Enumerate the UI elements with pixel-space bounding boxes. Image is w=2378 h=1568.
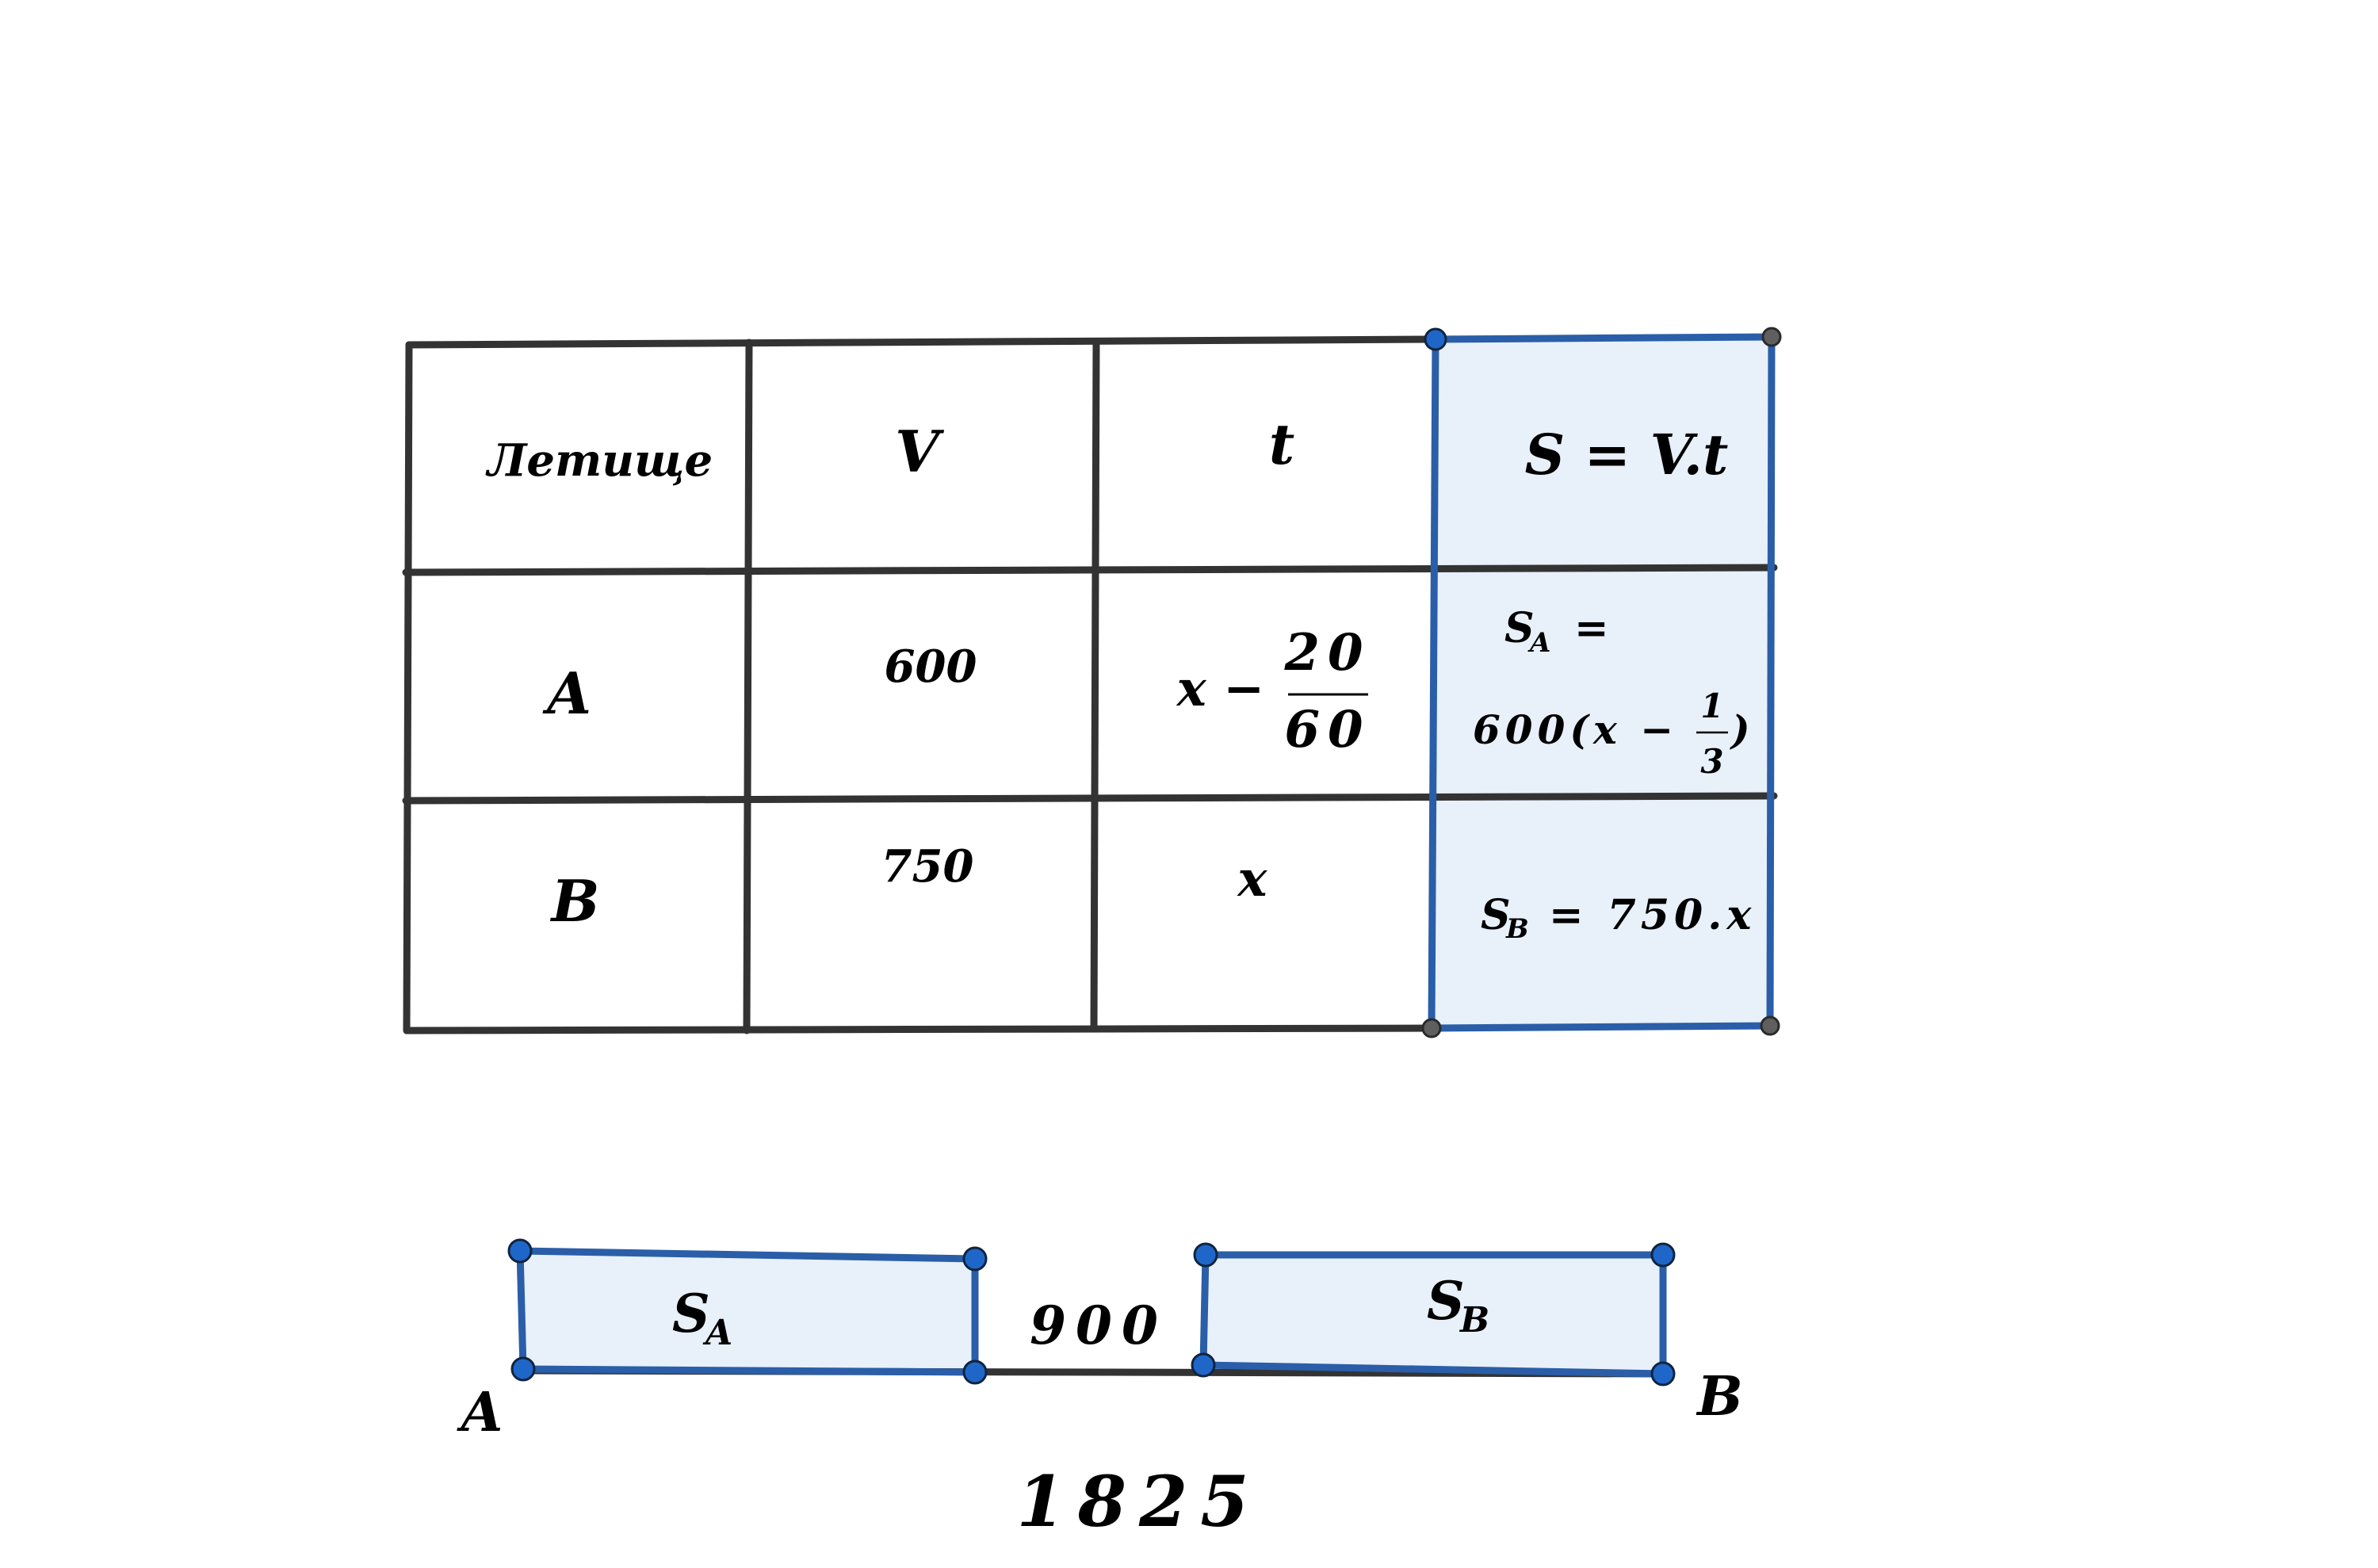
- table-row-divider-1: [402, 564, 1778, 576]
- distance-column-left-edge: [1428, 338, 1439, 1029]
- segment-sa-label-subscript: A: [702, 1313, 732, 1353]
- endpoint-a-label: A: [457, 1381, 503, 1444]
- distance-column-vertex-bottom-left[interactable]: [1421, 1018, 1442, 1038]
- segment-sb-label-subscript: B: [1459, 1300, 1489, 1340]
- header-distance-formula: S = V.t: [1525, 422, 1729, 488]
- segment-sb-vertex-bottom-left[interactable]: [1191, 1352, 1216, 1378]
- table-col-divider-2: [1090, 338, 1100, 1033]
- row-a-time-numerator: 20: [1283, 623, 1371, 683]
- table-left-border: [403, 341, 413, 1034]
- row-a-label: A: [542, 660, 591, 727]
- endpoint-b-point[interactable]: [1650, 1361, 1676, 1386]
- total-distance-value: 1825: [1017, 1460, 1262, 1543]
- header-speed: V: [895, 418, 944, 485]
- table-row-divider-2: [402, 792, 1778, 805]
- table-bottom-border: [403, 1024, 1436, 1034]
- row-b-distance-s: S: [1481, 891, 1511, 939]
- row-a-distance-fraction-numerator: 1: [1700, 686, 1723, 725]
- segment-sb-label-s: S: [1427, 1270, 1465, 1332]
- distance-column-fill: [1432, 337, 1772, 1028]
- row-a-distance-s: S: [1504, 604, 1535, 652]
- segment-sa-vertex-top-left[interactable]: [507, 1238, 533, 1264]
- distance-column-vertex-top-left[interactable]: [1424, 327, 1447, 351]
- route-segment-diagram: S A S B 900 A B 1825: [457, 1238, 1743, 1543]
- table-col-divider-1: [743, 338, 753, 1034]
- row-b-time: x: [1237, 850, 1268, 908]
- distance-column-outline: [1428, 333, 1776, 1032]
- row-a-distance-close-paren: ): [1730, 706, 1750, 753]
- distance-column-bottom-edge: [1431, 1022, 1771, 1032]
- endpoint-a-point[interactable]: [510, 1356, 536, 1382]
- segment-sa-label-s: S: [672, 1283, 710, 1344]
- row-b-distance-subscript: B: [1505, 913, 1529, 945]
- segment-sa-vertex-top-right[interactable]: [962, 1246, 988, 1272]
- segment-gap-value: 900: [1030, 1295, 1168, 1356]
- row-a-distance-subscript: A: [1527, 627, 1550, 659]
- segment-sa-vertex-bottom-right[interactable]: [962, 1360, 988, 1385]
- row-b-distance-expression: = 750.x: [1549, 891, 1756, 939]
- endpoint-b-label: B: [1696, 1365, 1742, 1428]
- distance-column-vertex-bottom-right[interactable]: [1760, 1015, 1780, 1036]
- row-a-time-prefix: x −: [1176, 660, 1265, 717]
- header-time: t: [1269, 411, 1294, 477]
- distance-column-right-edge: [1766, 336, 1776, 1027]
- header-airport: Летище: [485, 434, 713, 487]
- row-a-distance-fraction-denominator: 3: [1700, 742, 1723, 781]
- distance-column-vertex-top-right[interactable]: [1761, 327, 1782, 347]
- row-a-distance-equals: =: [1574, 604, 1609, 652]
- row-a-speed: 600: [885, 641, 977, 693]
- segment-sb-fill: [1203, 1255, 1663, 1374]
- row-a-distance-expression: 600(x −: [1473, 706, 1678, 753]
- segment-sb-vertex-top-left[interactable]: [1193, 1242, 1218, 1268]
- row-b-label: B: [550, 867, 600, 935]
- row-b-speed: 750: [881, 840, 974, 893]
- motion-table: [402, 335, 1778, 1034]
- row-a-time-denominator: 60: [1284, 700, 1371, 759]
- distance-column-top-edge: [1435, 333, 1772, 343]
- table-top-border: [405, 335, 1439, 349]
- segment-sb-vertex-top-right[interactable]: [1650, 1242, 1676, 1268]
- segment-sa-fill: [520, 1251, 975, 1372]
